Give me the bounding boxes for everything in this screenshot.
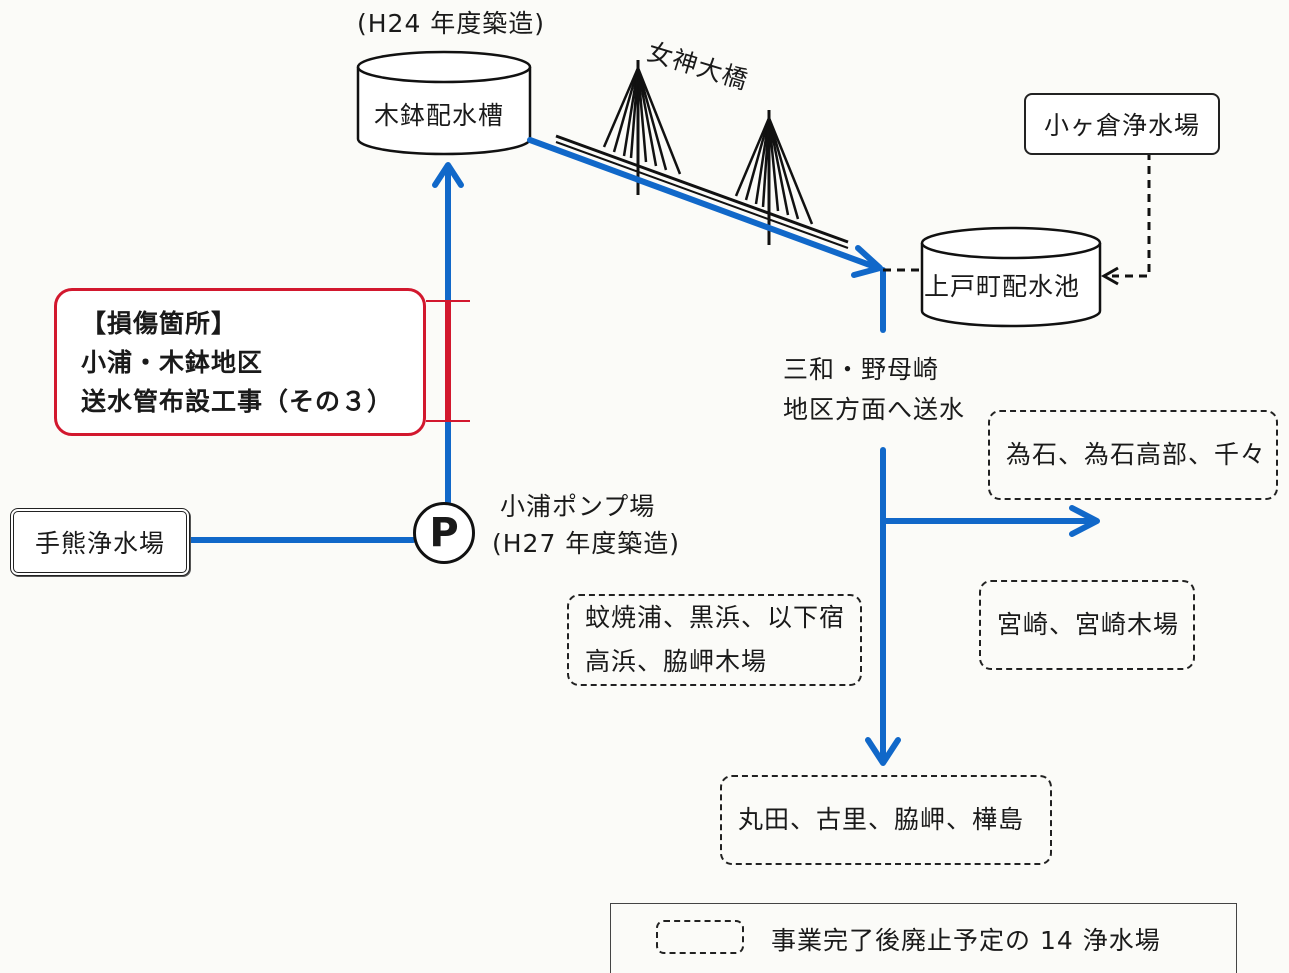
plants-kabayaki-line2: 高浜、脇岬木場 xyxy=(585,647,768,676)
bridge-icon xyxy=(555,60,849,249)
kamitobe-tank-label: 上戸町配水池 xyxy=(924,272,1081,301)
plants-miyazaki-label: 宮崎、宮崎木場 xyxy=(997,610,1180,640)
plants-tameishi-label: 為石、為石高部、千々 xyxy=(1006,440,1267,470)
damage-line1: 小浦・木鉢地区 xyxy=(81,347,264,377)
legend-text: 事業完了後廃止予定の 14 浄水場 xyxy=(771,926,1161,955)
plants-box-kabayaki: 蚊焼浦、黒浜、以下宿 高浜、脇岬木場 xyxy=(567,594,862,686)
damage-line2: 送水管布設工事（その３） xyxy=(81,386,394,416)
damage-location-box: 【損傷箇所】 小浦・木鉢地区 送水管布設工事（その３） xyxy=(54,288,426,436)
pipe-arrowheads xyxy=(432,162,1100,766)
dashed-connections xyxy=(883,152,1151,278)
pump-station-label: 小浦ポンプ場 xyxy=(500,492,656,521)
pump-icon: P xyxy=(413,502,475,564)
arrow-right-icon xyxy=(1069,505,1100,537)
teguma-plant-box: 手熊浄水場 xyxy=(10,508,190,576)
kibachi-built-year: (H24 年度築造) xyxy=(357,9,546,38)
arrow-left-icon xyxy=(1100,266,1119,286)
legend-dashed-swatch xyxy=(656,920,744,954)
plants-kabayaki-line1: 蚊焼浦、黒浜、以下宿 xyxy=(585,603,846,633)
plants-box-miyazaki: 宮崎、宮崎木場 xyxy=(979,580,1195,670)
kibachi-tank-shape xyxy=(356,50,532,156)
kokura-plant-label: 小ヶ倉浄水場 xyxy=(1043,111,1200,140)
damage-title: 【損傷箇所】 xyxy=(81,309,238,338)
plants-maruta-label: 丸田、古里、脇岬、樺島 xyxy=(738,805,1025,835)
arrow-up-icon xyxy=(432,162,464,188)
kibachi-tank-label: 木鉢配水槽 xyxy=(374,101,505,130)
pump-built-year: (H27 年度築造) xyxy=(492,529,681,558)
plants-box-maruta: 丸田、古里、脇岬、樺島 xyxy=(720,775,1052,865)
teguma-plant-label: 手熊浄水場 xyxy=(34,529,165,558)
pipe-kibachi-to-kamitobe xyxy=(527,137,881,271)
legend: 事業完了後廃止予定の 14 浄水場 xyxy=(610,903,1237,973)
direction-line2: 地区方面へ送水 xyxy=(783,395,966,424)
pump-symbol: P xyxy=(429,510,459,556)
arrow-right-down-icon xyxy=(851,245,883,278)
plants-box-tameishi: 為石、為石高部、千々 xyxy=(988,410,1278,500)
kokura-plant-box: 小ヶ倉浄水場 xyxy=(1024,93,1220,155)
kamitobe-tank-shape xyxy=(920,226,1102,328)
arrow-down-icon xyxy=(865,737,901,766)
direction-line1: 三和・野母崎 xyxy=(783,355,940,384)
damage-markers xyxy=(426,300,470,422)
